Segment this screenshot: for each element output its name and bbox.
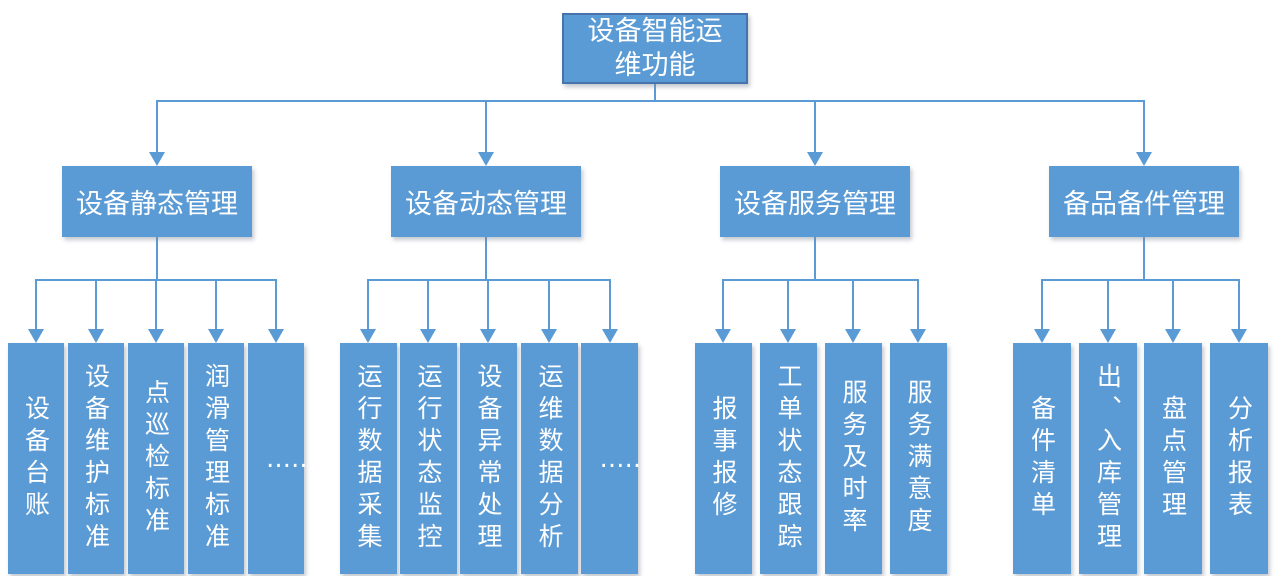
leaf-label: 备件清单	[1027, 394, 1057, 523]
leaf-label: 出、入库管理	[1093, 362, 1123, 555]
branch-node-dynamic-management: 设备动态管理	[391, 166, 581, 237]
leaf-label: 服务及时率	[839, 378, 868, 539]
leaf-node: 分析报表	[1210, 343, 1268, 574]
leaf-label: 设备维护标准	[81, 362, 111, 555]
connector-level1	[156, 84, 1145, 153]
leaf-node: 运行状态监控	[400, 343, 457, 574]
leaf-label: 运行状态监控	[414, 362, 443, 555]
leaf-node: 工单状态跟踪	[760, 343, 817, 574]
branch-node-spare-parts-management: 备品备件管理	[1049, 166, 1239, 237]
leaf-node: 服务满意度	[890, 343, 947, 574]
arrow-down-icon	[1136, 152, 1152, 166]
arrow-down-icon	[208, 329, 224, 343]
leaf-node: 设备台账	[8, 343, 64, 574]
leaf-label: 设备台账	[21, 394, 51, 523]
leaf-node: 设备维护标准	[68, 343, 124, 574]
arrow-down-icon	[541, 329, 557, 343]
leaf-node: 点巡检标准	[128, 343, 184, 574]
arrow-down-icon	[1100, 329, 1116, 343]
arrow-down-icon	[360, 329, 376, 343]
leaf-node: 备件清单	[1013, 343, 1071, 574]
arrow-down-icon	[807, 152, 823, 166]
arrow-down-icon	[28, 329, 44, 343]
leaf-label: 服务满意度	[904, 378, 933, 539]
leaf-label: 运维数据分析	[535, 362, 564, 555]
leaf-node: 润滑管理标准	[188, 343, 244, 574]
leaf-node: 出、入库管理	[1079, 343, 1137, 574]
leaf-node: 设备异常处理	[460, 343, 517, 574]
root-node-smart-om-functions: 设备智能运维功能	[562, 13, 748, 84]
connector-group4	[1041, 237, 1240, 330]
arrow-down-icon	[148, 329, 164, 343]
connector-group1	[35, 237, 277, 330]
leaf-label: 盘点管理	[1158, 394, 1188, 523]
leaf-node: 运行数据采集	[340, 343, 397, 574]
arrow-down-icon	[478, 152, 494, 166]
leaf-label: 运行数据采集	[354, 362, 383, 555]
connector-group2	[367, 237, 611, 330]
leaf-label: 润滑管理标准	[201, 362, 231, 555]
arrow-down-icon	[602, 329, 618, 343]
arrow-down-icon	[1034, 329, 1050, 343]
arrow-down-icon	[845, 329, 861, 343]
leaf-label: 报事报修	[709, 394, 738, 523]
arrow-down-icon	[149, 152, 165, 166]
leaf-node: 运维数据分析	[521, 343, 578, 574]
branch-node-static-management: 设备静态管理	[62, 166, 252, 237]
arrowheads	[28, 152, 1247, 343]
leaf-label: 分析报表	[1224, 394, 1254, 523]
leaf-node-ellipsis: ……	[248, 343, 316, 574]
arrow-down-icon	[780, 329, 796, 343]
leaf-label: 设备异常处理	[474, 362, 503, 555]
leaf-node: 报事报修	[695, 343, 752, 574]
ellipsis-label: ……	[599, 443, 650, 473]
ellipsis-label: ……	[266, 443, 316, 473]
leaf-label: 工单状态跟踪	[774, 362, 803, 555]
arrow-down-icon	[1231, 329, 1247, 343]
leaf-label: 点巡检标准	[141, 378, 171, 539]
arrow-down-icon	[715, 329, 731, 343]
branch-node-service-management: 设备服务管理	[720, 166, 910, 237]
connector-group3	[722, 237, 919, 330]
leaf-node: 服务及时率	[825, 343, 882, 574]
arrow-down-icon	[420, 329, 436, 343]
arrow-down-icon	[480, 329, 496, 343]
arrow-down-icon	[1165, 329, 1181, 343]
leaf-node: 盘点管理	[1144, 343, 1202, 574]
arrow-down-icon	[268, 329, 284, 343]
arrow-down-icon	[88, 329, 104, 343]
leaf-node-ellipsis: ……	[581, 343, 650, 574]
arrow-down-icon	[910, 329, 926, 343]
